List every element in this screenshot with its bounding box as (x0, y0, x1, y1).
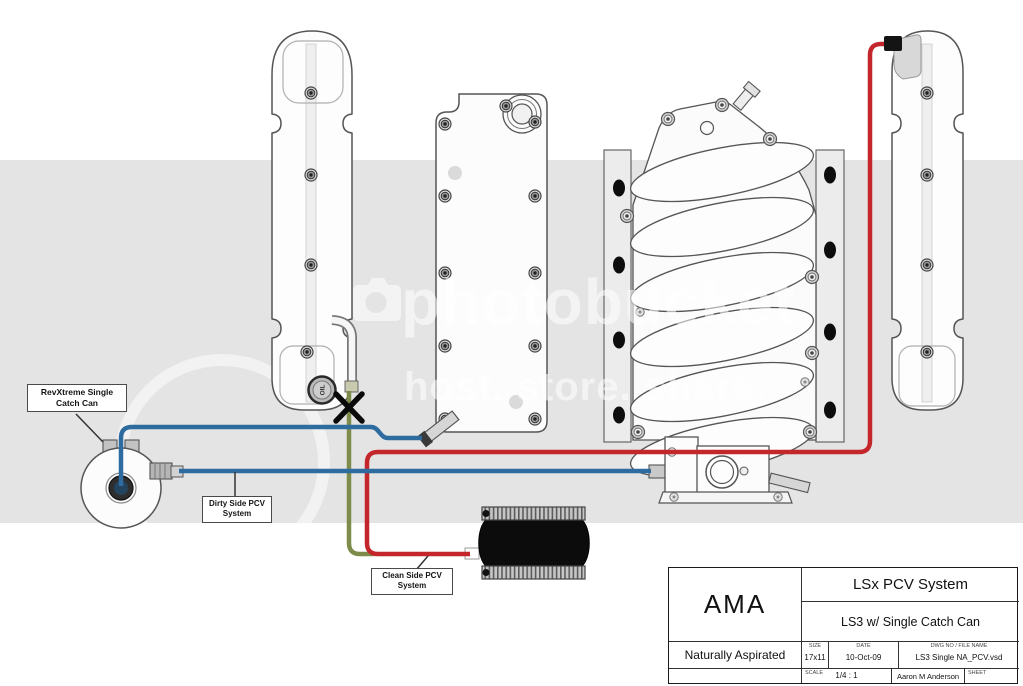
intake-coupler (464, 506, 590, 580)
clean-line-fitting (884, 36, 902, 51)
plate-shadow-mark (509, 395, 523, 409)
title-block-scale-cell: SCALE 1/4 : 1 (802, 669, 892, 683)
title-block-drawing-subtitle: LS3 w/ Single Catch Can (802, 602, 1019, 642)
callout-text: System (222, 509, 252, 519)
title-block-size-cell: SIZE 17x11 (802, 642, 829, 669)
title-block-date-cell: DATE 10-Oct-09 (829, 642, 899, 669)
title-block-dwg-cell: DWG NO / FILE NAME LS3 Single NA_PCV.vsd (899, 642, 1019, 669)
callout-text: Catch Can (55, 398, 99, 409)
dwg-value: LS3 Single NA_PCV.vsd (915, 653, 1003, 662)
throttle-body (648, 436, 811, 504)
callout-text: RevXtreme Single (40, 387, 114, 397)
title-block-drawing-title: LSx PCV System (802, 568, 1019, 602)
left-valve-cover: OIL (271, 30, 359, 411)
manifold-rail-bolts (613, 166, 836, 424)
right-valve-cover (891, 30, 964, 411)
oil-cap: OIL (307, 375, 337, 405)
scale-value: 1/4 : 1 (835, 671, 858, 680)
callout-text: System (397, 581, 427, 591)
manifold-nipple-fitting (732, 80, 761, 111)
size-label: SIZE (808, 643, 822, 649)
hose-clamp (481, 565, 586, 580)
catch-can (80, 439, 184, 529)
clean-side-line (364, 41, 893, 557)
scale-label: SCALE (805, 670, 824, 676)
callout-dirty-side: Dirty Side PCV System (202, 496, 272, 523)
x-mark (333, 391, 365, 424)
title-block-aspiration: Naturally Aspirated (669, 642, 802, 669)
dirty-side-line-cover (118, 424, 422, 486)
callout-leaders (75, 413, 429, 571)
date-value: 10-Oct-09 (845, 653, 882, 662)
plate-barb-fitting (417, 410, 460, 448)
cooler-plate (417, 93, 548, 448)
vent-line (346, 391, 374, 557)
callout-catch-can: RevXtreme Single Catch Can (27, 384, 127, 413)
title-block: AMA Naturally Aspirated LSx PCV System L… (668, 567, 1019, 684)
dwg-label: DWG NO / FILE NAME (930, 643, 988, 649)
callout-clean-side: Clean Side PCV System (371, 568, 453, 595)
oil-cap-label: OIL (320, 385, 327, 396)
callout-text: Dirty Side PCV (208, 499, 265, 508)
plate-shadow-mark (448, 166, 462, 180)
size-value: 17x11 (804, 653, 826, 662)
intake-manifold (603, 80, 845, 478)
title-block-company: AMA (669, 568, 802, 642)
throttle-barb-fitting (768, 472, 811, 494)
title-block-sheet-cell: SHEET (965, 669, 1019, 683)
title-block-empty-cell (669, 669, 802, 683)
hose-clamp (481, 506, 586, 521)
date-label: DATE (856, 643, 871, 649)
callout-text: Clean Side PCV (382, 571, 442, 580)
sheet-label: SHEET (968, 670, 987, 676)
valve-cover-vent-tube (331, 315, 359, 393)
title-block-author-cell: Aaron M Anderson (892, 669, 965, 683)
